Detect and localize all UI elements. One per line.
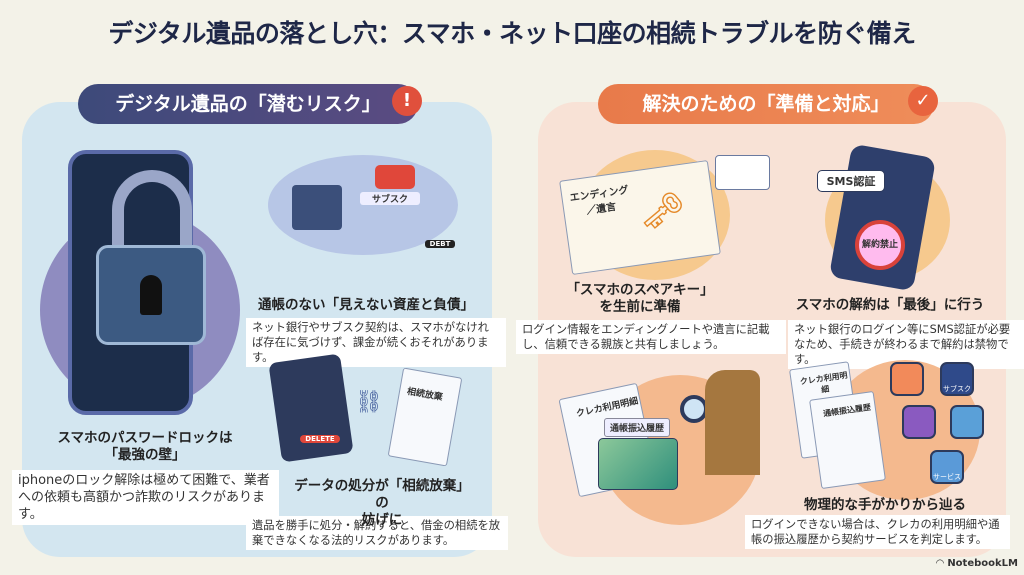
check-icon: ✓ [908, 86, 938, 116]
card-app-icon [902, 405, 936, 439]
store-app-icon [890, 362, 924, 396]
delete-label: DELETE [300, 435, 340, 443]
notebooklm-logo: ◠ NotebookLM [936, 558, 1018, 569]
sparekey-heading-line1: 「スマホのスペアキー」 [566, 282, 714, 298]
brand-label: NotebookLM [947, 558, 1018, 569]
debt-label: DEBT [425, 240, 455, 248]
keyhole-icon [140, 275, 162, 315]
disposal-heading-line2: 妨げに [361, 512, 403, 528]
cloud-app-icon [950, 405, 984, 439]
cancel-last-heading: スマホの解約は「最後」に行う [795, 297, 985, 313]
cancel-prohibited-label: 解約禁止 [855, 220, 905, 270]
play-icon [375, 165, 415, 189]
subscription-label: サブスク [360, 192, 420, 205]
disposal-description: 遺品を勝手に処分・解約すると、借金の相続を放棄できなくなる法的リスクがあります。 [246, 516, 508, 550]
login-card-icon [715, 155, 770, 190]
assets-description: ネット銀行やサブスク契約は、スマホがなければ存在に気づけず、課金が続くおそれがあ… [246, 318, 506, 367]
sms-auth-label: SMS認証 [817, 170, 885, 192]
service-app-icon: サービス [930, 450, 964, 484]
risk-header: デジタル遺品の「潜むリスク」 [78, 84, 418, 124]
padlock-shackle [112, 170, 192, 250]
lock-description: iphoneのロック解除は極めて困難で、業者への依頼も高額かつ詐欺のリスクがあり… [12, 470, 279, 525]
key-icon: 🗝 [640, 191, 686, 232]
page-title: デジタル遺品の落とし穴：スマホ・ネット口座の相続トラブルを防ぐ備え [108, 19, 916, 48]
disposal-heading-line1: データの処分が「相続放棄」の [294, 478, 470, 511]
tablet-icon [268, 353, 354, 463]
detective-figure [705, 370, 760, 475]
clues-description: ログインできない場合は、クレカの利用明細や通帳の振込履歴から契約サービスを判定し… [745, 515, 1010, 549]
subscription-app-icon: サブスク [940, 362, 974, 396]
solution-header: 解決のための「準備と対応」 [598, 84, 934, 124]
bank-icon [292, 185, 342, 230]
clues-heading: 物理的な手がかりから辿る [804, 497, 966, 513]
assets-heading: 通帳のない「見えない資産と負債」 [258, 297, 474, 313]
lock-heading: スマホのパスワードロックは「最強の壁」 [20, 430, 270, 464]
credit-card-icon [598, 438, 678, 490]
sparekey-heading: 「スマホのスペアキー」を生前に準備 [565, 282, 715, 316]
disposal-heading: データの処分が「相続放棄」の妨げに [288, 478, 476, 529]
magnifier-icon [680, 395, 708, 423]
bank-history-label: 通帳振込履歴 [604, 418, 670, 437]
lock-heading-line1: スマホのパスワードロックは [57, 430, 233, 446]
sparekey-heading-line2: を生前に準備 [599, 299, 681, 315]
broken-chain-icon: ⛓ [355, 390, 383, 415]
sparekey-description: ログイン情報をエンディングノートや遺言に記載し、信頼できる親族と共有しましょう。 [516, 320, 786, 354]
lock-heading-line2: 「最強の壁」 [104, 447, 186, 463]
warning-icon: ! [392, 86, 422, 116]
